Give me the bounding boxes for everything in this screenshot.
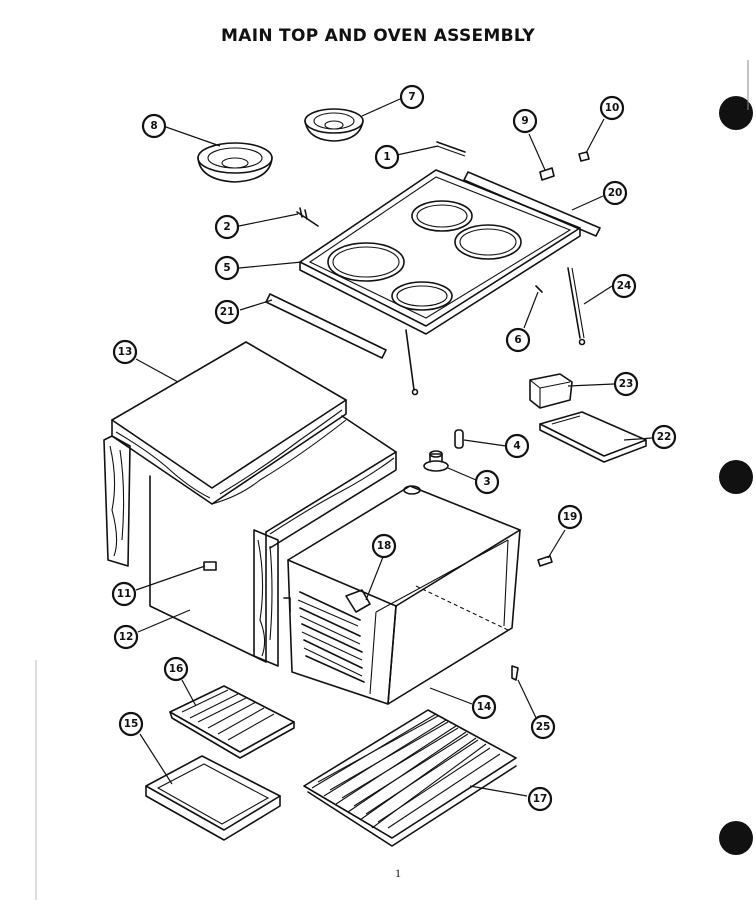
svg-text:6: 6 xyxy=(514,334,521,346)
callout-3: 3 xyxy=(474,469,500,495)
svg-text:9: 9 xyxy=(521,115,528,127)
callout-8: 8 xyxy=(141,113,167,139)
leader-lines xyxy=(135,98,653,797)
svg-text:1: 1 xyxy=(383,151,390,163)
svg-text:16: 16 xyxy=(169,663,184,675)
svg-text:23: 23 xyxy=(619,378,634,390)
callout-4: 4 xyxy=(504,433,530,459)
callout-2: 2 xyxy=(214,214,240,240)
part-drip-bowl-large xyxy=(197,142,273,183)
part-trim-strip-front xyxy=(265,293,387,359)
callout-20: 20 xyxy=(602,180,628,206)
svg-text:8: 8 xyxy=(150,120,157,132)
svg-text:5: 5 xyxy=(223,262,230,274)
svg-text:10: 10 xyxy=(605,102,620,114)
part-plate xyxy=(539,411,647,463)
svg-text:20: 20 xyxy=(608,187,623,199)
callout-22: 22 xyxy=(651,424,677,450)
part-pin xyxy=(454,429,464,449)
part-main-top xyxy=(299,169,581,335)
callout-18: 18 xyxy=(371,533,397,559)
part-oven-liner xyxy=(283,485,521,705)
part-clip-25 xyxy=(511,665,519,681)
callout-13: 13 xyxy=(112,339,138,365)
callout-17: 17 xyxy=(527,786,553,812)
svg-text:14: 14 xyxy=(477,701,492,713)
callout-5: 5 xyxy=(214,255,240,281)
callout-10: 10 xyxy=(599,95,625,121)
callout-1: 1 xyxy=(374,144,400,170)
callout-15: 15 xyxy=(118,711,144,737)
svg-text:12: 12 xyxy=(119,631,134,643)
svg-text:25: 25 xyxy=(536,721,551,733)
part-clip-19 xyxy=(537,555,553,567)
callout-21: 21 xyxy=(214,299,240,325)
svg-text:11: 11 xyxy=(117,588,132,600)
svg-text:7: 7 xyxy=(408,91,415,103)
part-rod-right xyxy=(567,267,581,339)
svg-text:2: 2 xyxy=(223,221,230,233)
part-clip-9 xyxy=(539,167,555,181)
part-screw xyxy=(296,207,319,227)
svg-text:17: 17 xyxy=(533,793,548,805)
part-oven-rack xyxy=(303,709,517,847)
part-trim-strip-rear xyxy=(463,171,601,237)
part-clip-strip xyxy=(436,141,466,153)
part-insulation-body xyxy=(149,415,397,667)
page-number: 1 xyxy=(395,866,401,880)
svg-text:21: 21 xyxy=(220,306,235,318)
svg-text:13: 13 xyxy=(118,346,133,358)
part-clip-11 xyxy=(203,561,217,571)
part-clip-10 xyxy=(578,151,590,162)
callout-19: 19 xyxy=(557,504,583,530)
part-broiler-pan xyxy=(145,755,281,841)
callout-23: 23 xyxy=(613,371,639,397)
callout-16: 16 xyxy=(163,656,189,682)
part-rod-left xyxy=(405,329,415,391)
svg-text:4: 4 xyxy=(513,440,520,452)
svg-text:15: 15 xyxy=(124,718,139,730)
part-broiler-insert xyxy=(169,685,295,759)
callout-12: 12 xyxy=(113,624,139,650)
part-bracket xyxy=(529,373,573,409)
binder-holes xyxy=(719,96,753,855)
callout-6: 6 xyxy=(505,327,531,353)
svg-text:22: 22 xyxy=(657,431,672,443)
callout-14: 14 xyxy=(471,694,497,720)
svg-text:3: 3 xyxy=(483,476,490,488)
callout-7: 7 xyxy=(399,84,425,110)
callout-25: 25 xyxy=(530,714,556,740)
part-small-screw xyxy=(535,285,543,293)
callout-24: 24 xyxy=(611,273,637,299)
part-insulation-top xyxy=(103,341,347,567)
svg-text:18: 18 xyxy=(377,540,392,552)
callout-11: 11 xyxy=(111,581,137,607)
diagram-title: MAIN TOP AND OVEN ASSEMBLY xyxy=(221,26,535,46)
part-light-socket xyxy=(345,589,371,613)
part-knob-base xyxy=(423,450,449,472)
svg-text:19: 19 xyxy=(563,511,578,523)
svg-text:24: 24 xyxy=(617,280,632,292)
callout-9: 9 xyxy=(512,108,538,134)
part-drip-bowl-small xyxy=(304,108,364,142)
